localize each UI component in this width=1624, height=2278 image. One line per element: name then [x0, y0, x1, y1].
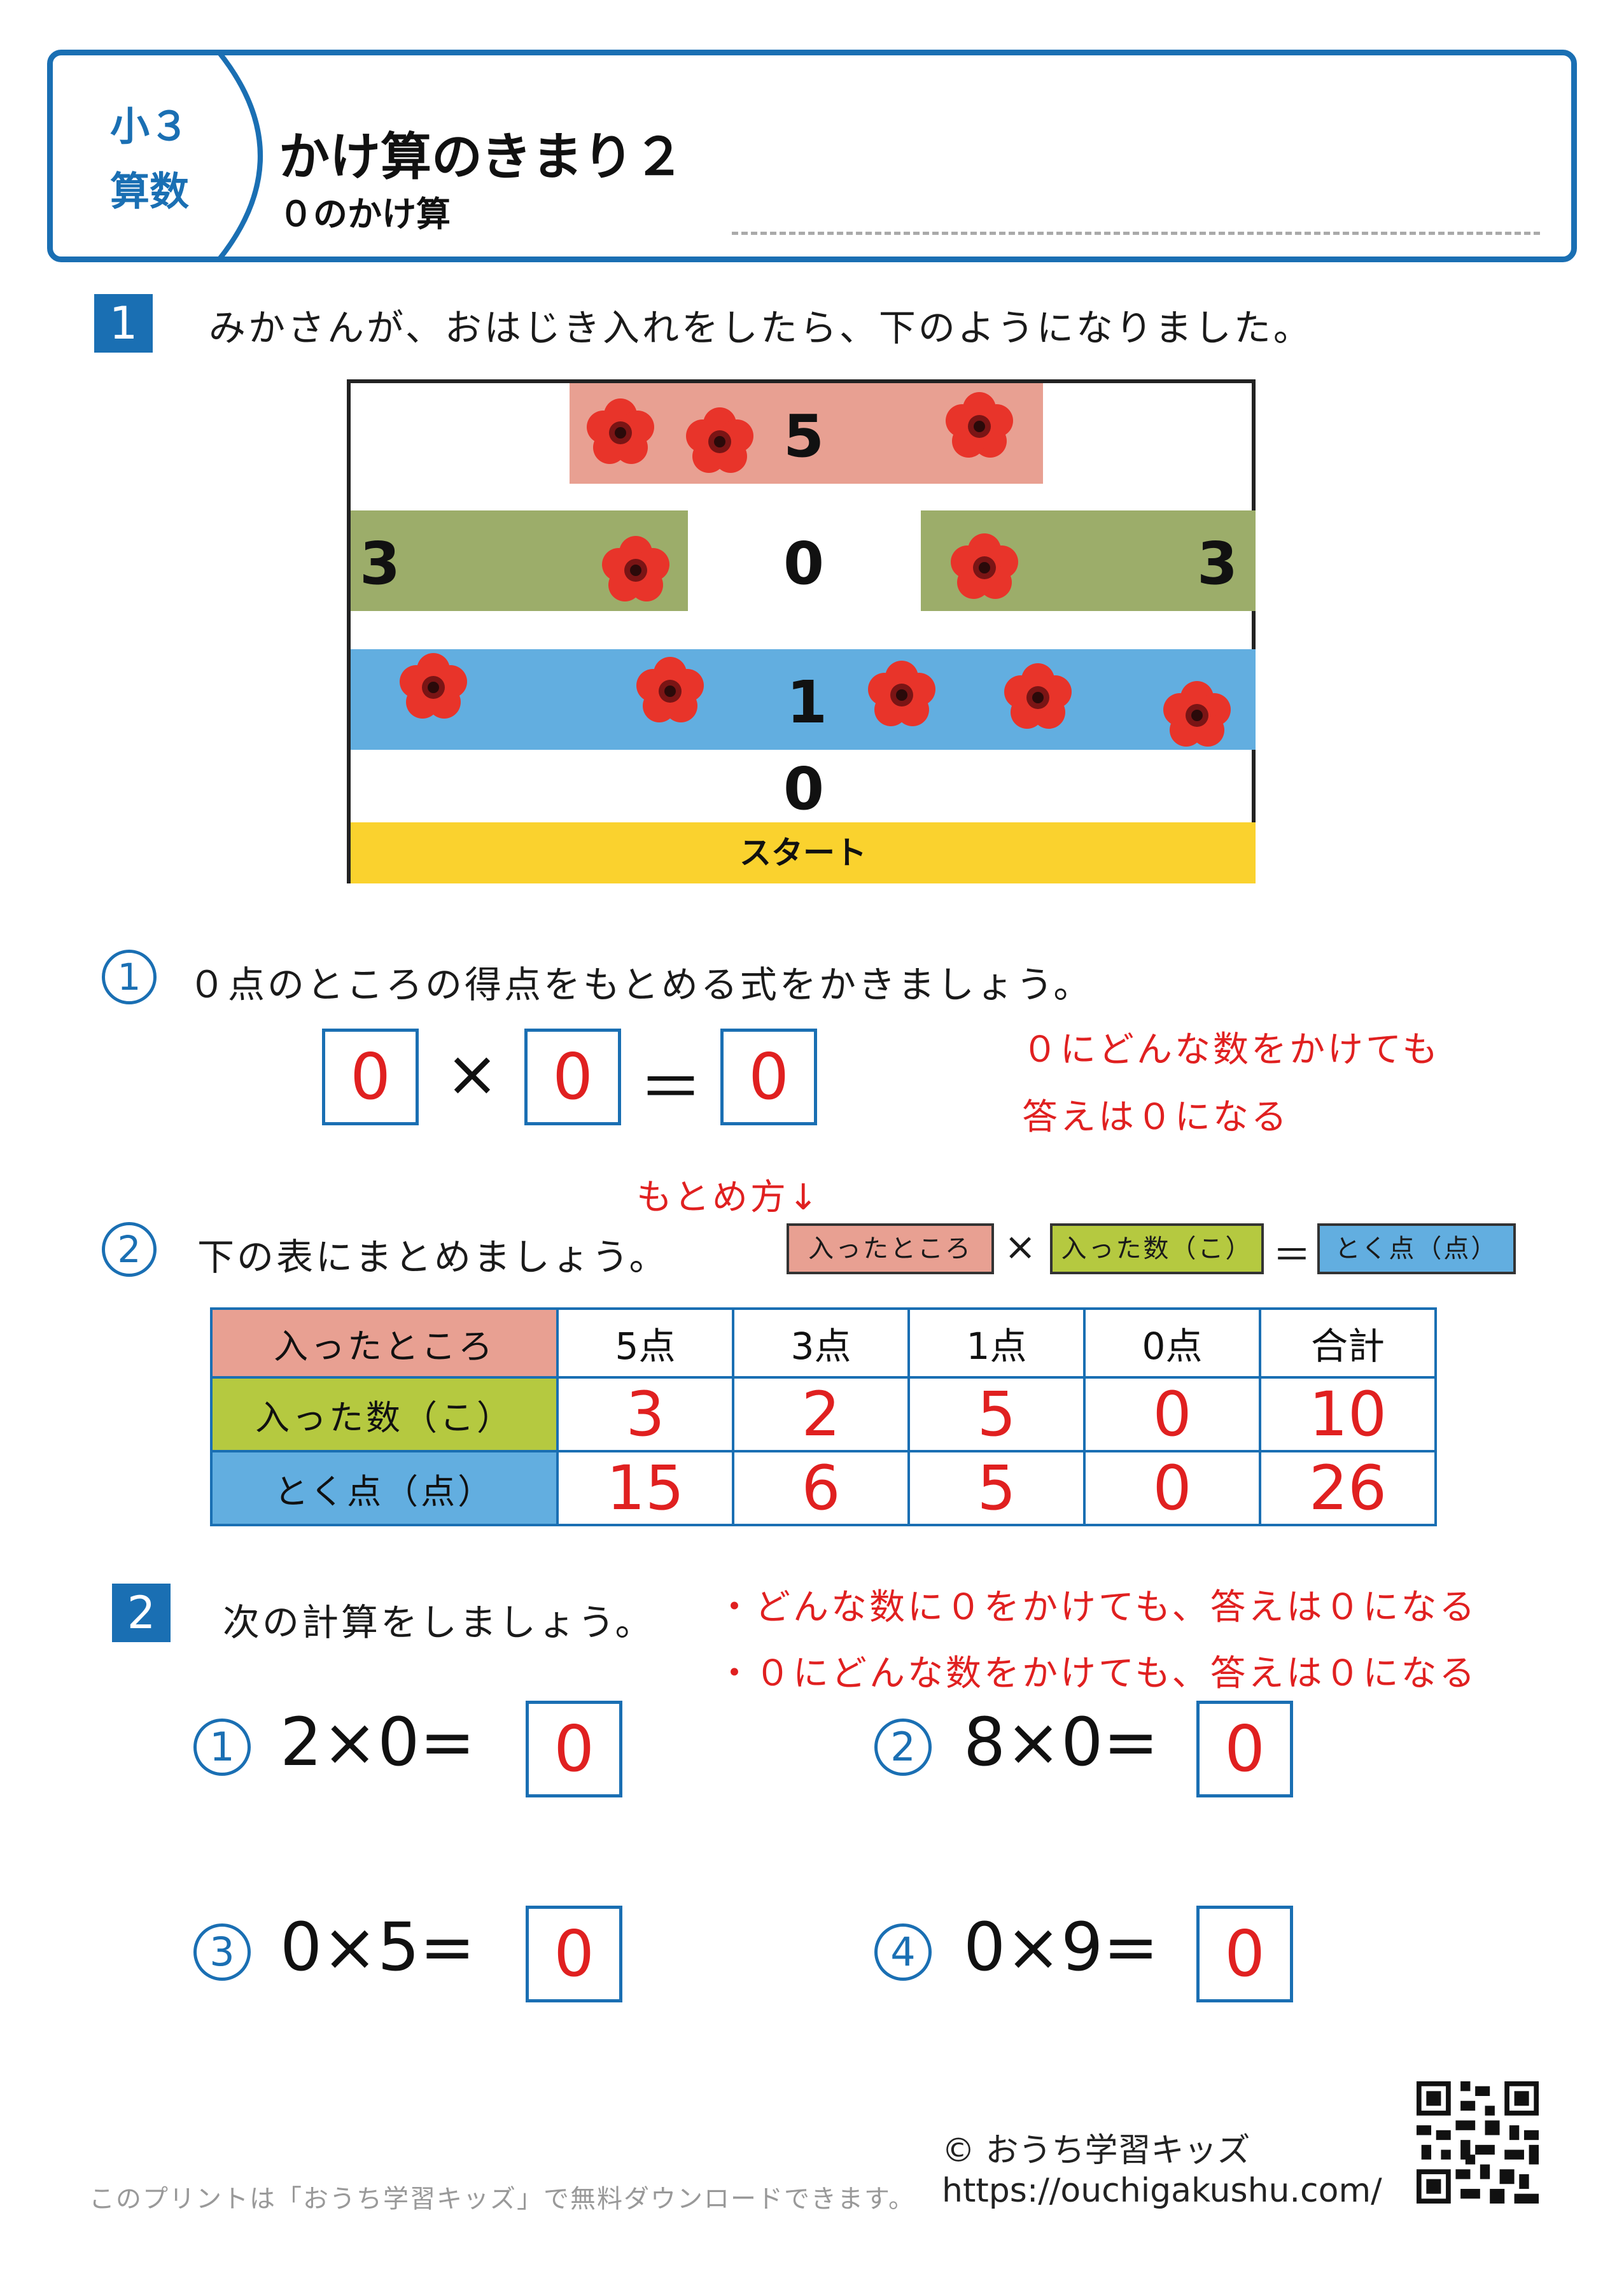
problem-4-number: 4	[874, 1923, 932, 1981]
legend-place: 入ったところ	[787, 1223, 994, 1274]
problem-3-expression: 0×5=	[280, 1908, 475, 1986]
row-label-count: 入った数（こ）	[210, 1376, 559, 1452]
score-center: 0	[783, 530, 825, 598]
score-right: 3	[1197, 530, 1238, 598]
table-row: とく点（点） 15 6 5 0 26	[210, 1450, 1437, 1526]
section-1-badge: 1	[94, 294, 153, 353]
method-label: もとめ方↓	[636, 1177, 821, 1218]
marble-1	[587, 398, 654, 464]
problem-1-answer[interactable]: 0	[526, 1701, 622, 1797]
start-label: スタート	[739, 834, 867, 871]
grade-label: 小３	[109, 103, 189, 150]
copyright: © おうち学習キッズ	[942, 2132, 1250, 2170]
footer-note: このプリントは「おうち学習キッズ」で無料ダウンロードできます。	[89, 2184, 915, 2214]
question-2-text: 下の表にまとめましょう。	[197, 1235, 669, 1279]
marbles	[400, 392, 1231, 747]
col-head-total: 合計	[1259, 1307, 1437, 1379]
row-label-points: とく点（点）	[210, 1450, 559, 1526]
section-2-note-line-1: ・どんな数に０をかけても、答えは０になる	[717, 1587, 1478, 1628]
name-line[interactable]	[732, 232, 1540, 235]
legend-multiply: ×	[1004, 1225, 1037, 1269]
section-2-question: 次の計算をしましょう。	[223, 1601, 655, 1644]
count-total-cell[interactable]: 10	[1259, 1376, 1437, 1452]
score-top: 5	[783, 402, 825, 470]
problem-2-answer[interactable]: 0	[1196, 1701, 1293, 1797]
question-2-number: 2	[102, 1222, 157, 1277]
legend-count: 入った数（こ）	[1050, 1223, 1264, 1274]
marble-7	[636, 657, 704, 722]
legend-equals: ＝	[1273, 1234, 1311, 1278]
points-cell[interactable]: 6	[732, 1450, 910, 1526]
legend-points: とく点（点）	[1317, 1223, 1516, 1274]
band-start-yellow	[351, 822, 1256, 883]
problem-3-number: 3	[193, 1923, 251, 1981]
q1-answer-c[interactable]: 0	[720, 1029, 817, 1125]
q1-note-line-2: 答えは０になる	[1022, 1097, 1289, 1138]
q1-answer-b[interactable]: 0	[524, 1029, 621, 1125]
section-1-question: みかさんが、おはじき入れをしたら、下のようになりました。	[209, 306, 1313, 349]
header-divider	[216, 50, 263, 262]
marble-2	[686, 407, 753, 473]
band-middle-blue	[351, 649, 1256, 750]
q1-answer-a[interactable]: 0	[322, 1029, 419, 1125]
points-cell[interactable]: 5	[907, 1450, 1086, 1526]
marble-8	[868, 661, 935, 726]
section-2-note-line-2: ・０にどんな数をかけても、答えは０になる	[717, 1653, 1478, 1694]
problem-1-number: 1	[193, 1719, 251, 1776]
problem-1-expression: 2×0=	[280, 1703, 475, 1781]
problem-2-number: 2	[874, 1719, 932, 1776]
row-label-place: 入ったところ	[210, 1307, 559, 1379]
points-cell[interactable]: 0	[1083, 1450, 1261, 1526]
count-cell[interactable]: 5	[907, 1376, 1086, 1452]
col-head-5: 5点	[556, 1307, 734, 1379]
result-table: 入ったところ 5点 3点 1点 0点 合計 入った数（こ） 3 2 5 0 10…	[210, 1307, 1437, 1526]
count-cell[interactable]: 3	[556, 1376, 734, 1452]
problem-4-answer[interactable]: 0	[1196, 1906, 1293, 2002]
count-cell[interactable]: 2	[732, 1376, 910, 1452]
marble-9	[1004, 663, 1072, 729]
problem-2-expression: 8×0=	[963, 1703, 1159, 1781]
problem-4-expression: 0×9=	[963, 1908, 1159, 1986]
points-cell[interactable]: 15	[556, 1450, 734, 1526]
count-cell[interactable]: 0	[1083, 1376, 1261, 1452]
score-lower: 0	[783, 755, 825, 823]
marble-5	[951, 533, 1018, 599]
header-frame	[47, 50, 1577, 262]
marble-board: 5 3 0 3 1 0 スタート	[347, 379, 1256, 883]
table-row: 入ったところ 5点 3点 1点 0点 合計	[210, 1307, 1437, 1379]
qr-code-icon	[1417, 2081, 1539, 2204]
table-row: 入った数（こ） 3 2 5 0 10	[210, 1376, 1437, 1452]
subject-label: 算数	[109, 168, 189, 214]
page-title: かけ算のきまり２	[279, 127, 685, 186]
col-head-3: 3点	[732, 1307, 910, 1379]
site-url-link[interactable]: https://ouchigakushu.com/	[942, 2172, 1382, 2210]
points-total-cell[interactable]: 26	[1259, 1450, 1437, 1526]
q1-multiply-sign: ×	[445, 1036, 499, 1111]
marble-4	[602, 536, 669, 601]
page-subtitle: ０のかけ算	[279, 194, 451, 234]
marble-6	[400, 653, 467, 719]
score-left: 3	[360, 530, 401, 598]
col-head-1: 1点	[907, 1307, 1086, 1379]
marble-3	[946, 392, 1013, 458]
question-1-text: ０点のところの得点をもとめる式をかきましょう。	[188, 963, 1093, 1006]
section-2-badge: 2	[112, 1584, 171, 1642]
q1-note-line-1: ０にどんな数をかけても	[1022, 1029, 1441, 1071]
q1-equals-sign: ＝	[639, 1051, 703, 1125]
question-1-number: 1	[102, 950, 157, 1004]
marble-10	[1163, 681, 1231, 747]
score-middle: 1	[787, 668, 828, 736]
col-head-0: 0点	[1083, 1307, 1261, 1379]
problem-3-answer[interactable]: 0	[526, 1906, 622, 2002]
